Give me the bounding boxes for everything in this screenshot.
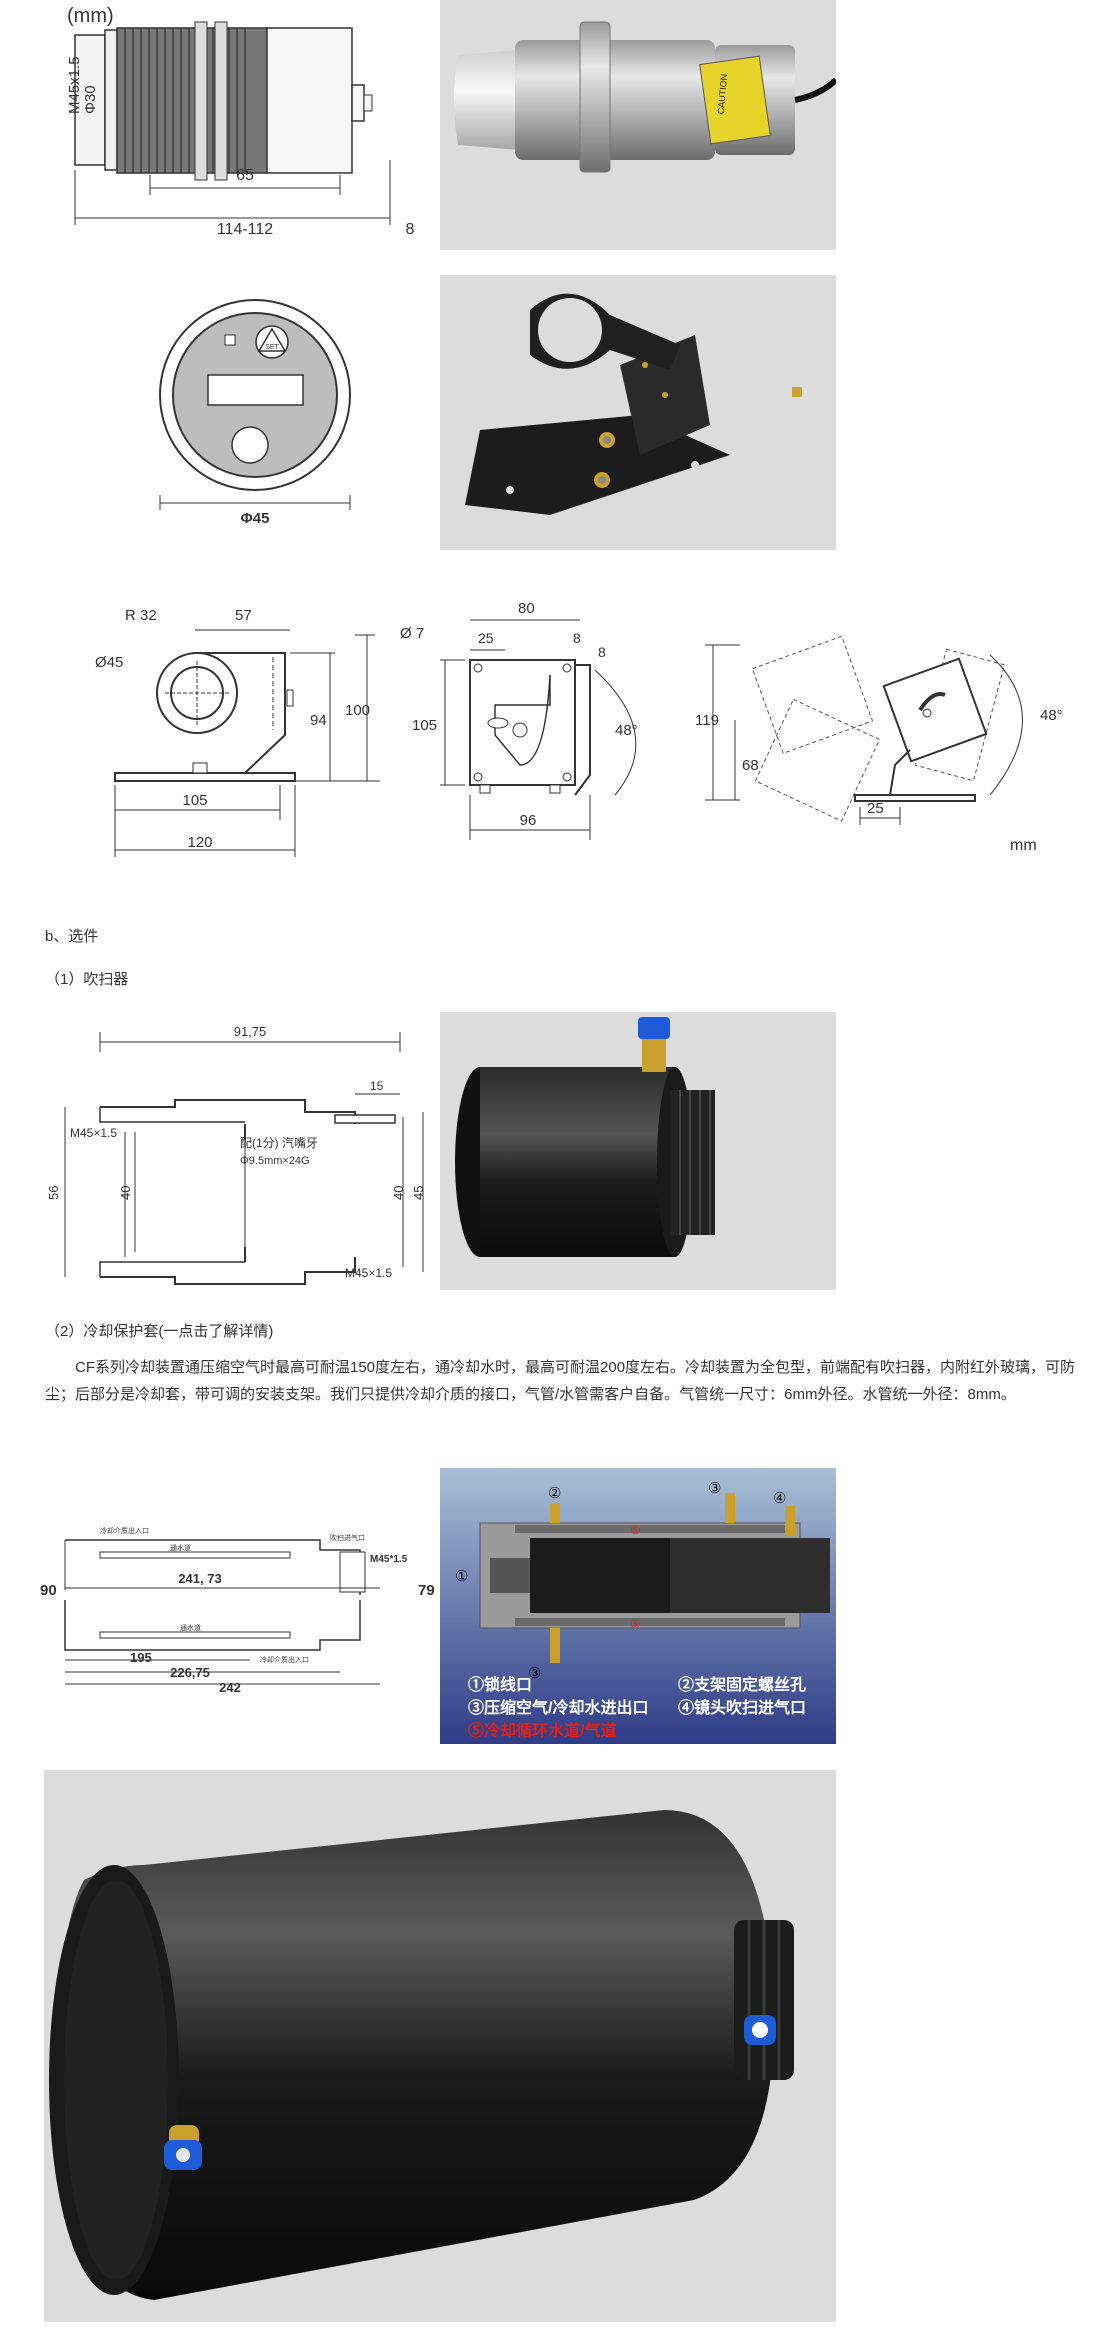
sensor-photo: CAUTION: [440, 0, 836, 250]
sensor-dimension-drawing: (mm) M45x1.5 Φ30 65 114-112: [45, 0, 435, 250]
thread-left: M45×1.5: [70, 1126, 117, 1140]
dim-119: 119: [695, 712, 719, 729]
note-line2: Φ9.5mm×24G: [240, 1155, 310, 1167]
dim-8: 8: [406, 221, 415, 238]
blower-title: （1）吹扫器: [45, 971, 129, 988]
num-3: ③: [708, 1480, 721, 1497]
set-label: SET: [265, 344, 279, 351]
dim-45-blower: 45: [411, 1186, 426, 1200]
dim-96: 96: [520, 812, 537, 829]
dim-68: 68: [742, 757, 759, 774]
dim-120: 120: [187, 834, 212, 851]
num-2: ②: [548, 1485, 561, 1502]
unit-mm: mm: [1010, 837, 1037, 854]
dim-total: 114-112: [217, 221, 273, 238]
out-bottom: 冷却介质出入口: [260, 1655, 309, 1664]
dim-57: 57: [235, 607, 252, 624]
bracket-middle-drawing: 80 Ø 7 25 8 8 105 48° 96: [400, 595, 665, 850]
dim-79: 79: [418, 1582, 435, 1599]
dim-15: 15: [370, 1079, 384, 1093]
caution-label: CAUTION: [716, 73, 729, 114]
display-diameter: Φ45: [241, 510, 270, 525]
dim-105-mid: 105: [412, 717, 437, 734]
dim-94: 94: [310, 712, 327, 729]
dim-48-mid: 48°: [615, 722, 638, 739]
dim-25-right: 25: [867, 800, 884, 817]
legend-2: ②支架固定螺丝孔: [678, 1675, 806, 1694]
water-bottom: 通水道: [180, 1623, 201, 1632]
num-3b: ③: [528, 1665, 541, 1682]
note-line1: 配(1分) 汽嘴牙: [240, 1135, 318, 1150]
dim-25: 25: [478, 630, 494, 646]
bracket-left-drawing: R 32 57 Ø45 94 100 105 120: [95, 595, 385, 870]
dim-d45: Ø45: [95, 654, 123, 671]
dim-d7: Ø 7: [400, 625, 424, 642]
thread-label: M45x1.5: [66, 56, 83, 114]
unit-label: (mm): [67, 5, 114, 27]
dim-65: 65: [236, 167, 254, 184]
section-b-title: b、选件: [45, 928, 99, 945]
dim-8b: 8: [598, 644, 606, 660]
bracket-photo: [440, 275, 836, 550]
cooling-jacket-photo: [44, 1770, 836, 2322]
bracket-right-drawing: 119 68 25 48° mm: [695, 625, 1075, 865]
in-top: 冷却介质出入口: [100, 1526, 149, 1535]
num-1: ①: [455, 1568, 468, 1585]
legend-5: ⑤冷却循环水道/气道: [468, 1721, 616, 1740]
num-5a: ⑤: [630, 1523, 641, 1537]
dim-56: 56: [46, 1186, 61, 1200]
blower-dimension-drawing: 91,75 15 M45×1.5 56 40 配(1分) 汽嘴牙 Φ9.5mm×…: [45, 1012, 435, 1287]
legend-1: ①锁线口: [468, 1675, 532, 1694]
cooling-description: CF系列冷却装置通压缩空气时最高可耐温150度左右，通冷却水时，最高可耐温200…: [45, 1359, 1076, 1403]
in-right: 吹扫进气口: [330, 1533, 365, 1542]
dim-40b: 40: [391, 1186, 406, 1200]
dim-195: 195: [130, 1650, 152, 1665]
dim-9175: 91,75: [234, 1024, 267, 1039]
num-5b: ⑤: [630, 1617, 641, 1631]
cooling-title: （2）冷却保护套(一点击了解详情): [45, 1323, 274, 1340]
cooling-structure-diagram: ② ③ ④ ① ③ ⑤ ⑤ ①锁线口 ②支架固定螺丝孔 ③压缩空气/冷却水进出口…: [440, 1468, 836, 1744]
dim-80: 80: [518, 600, 535, 617]
blower-photo: [440, 1012, 836, 1290]
thread-bottom: M45×1.5: [345, 1266, 392, 1280]
dim-8a: 8: [573, 630, 581, 646]
cooling-dimension-drawing: 冷却介质出入口 吹扫进气口 通水道 M45*1.5 90 79 241, 73 …: [40, 1520, 440, 1695]
water-top: 通水道: [170, 1543, 191, 1552]
dim-22675: 226,75: [170, 1665, 210, 1680]
display-dimension-drawing: SET Φ45: [140, 285, 370, 525]
dim-90: 90: [40, 1582, 57, 1599]
legend-3: ③压缩空气/冷却水进出口: [468, 1698, 648, 1717]
num-4: ④: [773, 1490, 786, 1507]
dim-100: 100: [345, 702, 370, 719]
dim-242: 242: [219, 1680, 241, 1695]
dim-105: 105: [182, 792, 207, 809]
dim-48-right: 48°: [1040, 707, 1063, 724]
diameter-label: Φ30: [82, 85, 99, 114]
dim-24173: 241, 73: [178, 1571, 221, 1586]
legend-4: ④镜头吹扫进气口: [678, 1698, 806, 1717]
dim-r32: R 32: [125, 607, 157, 624]
cooling-thread: M45*1.5: [370, 1554, 408, 1565]
dim-40a: 40: [118, 1186, 133, 1200]
